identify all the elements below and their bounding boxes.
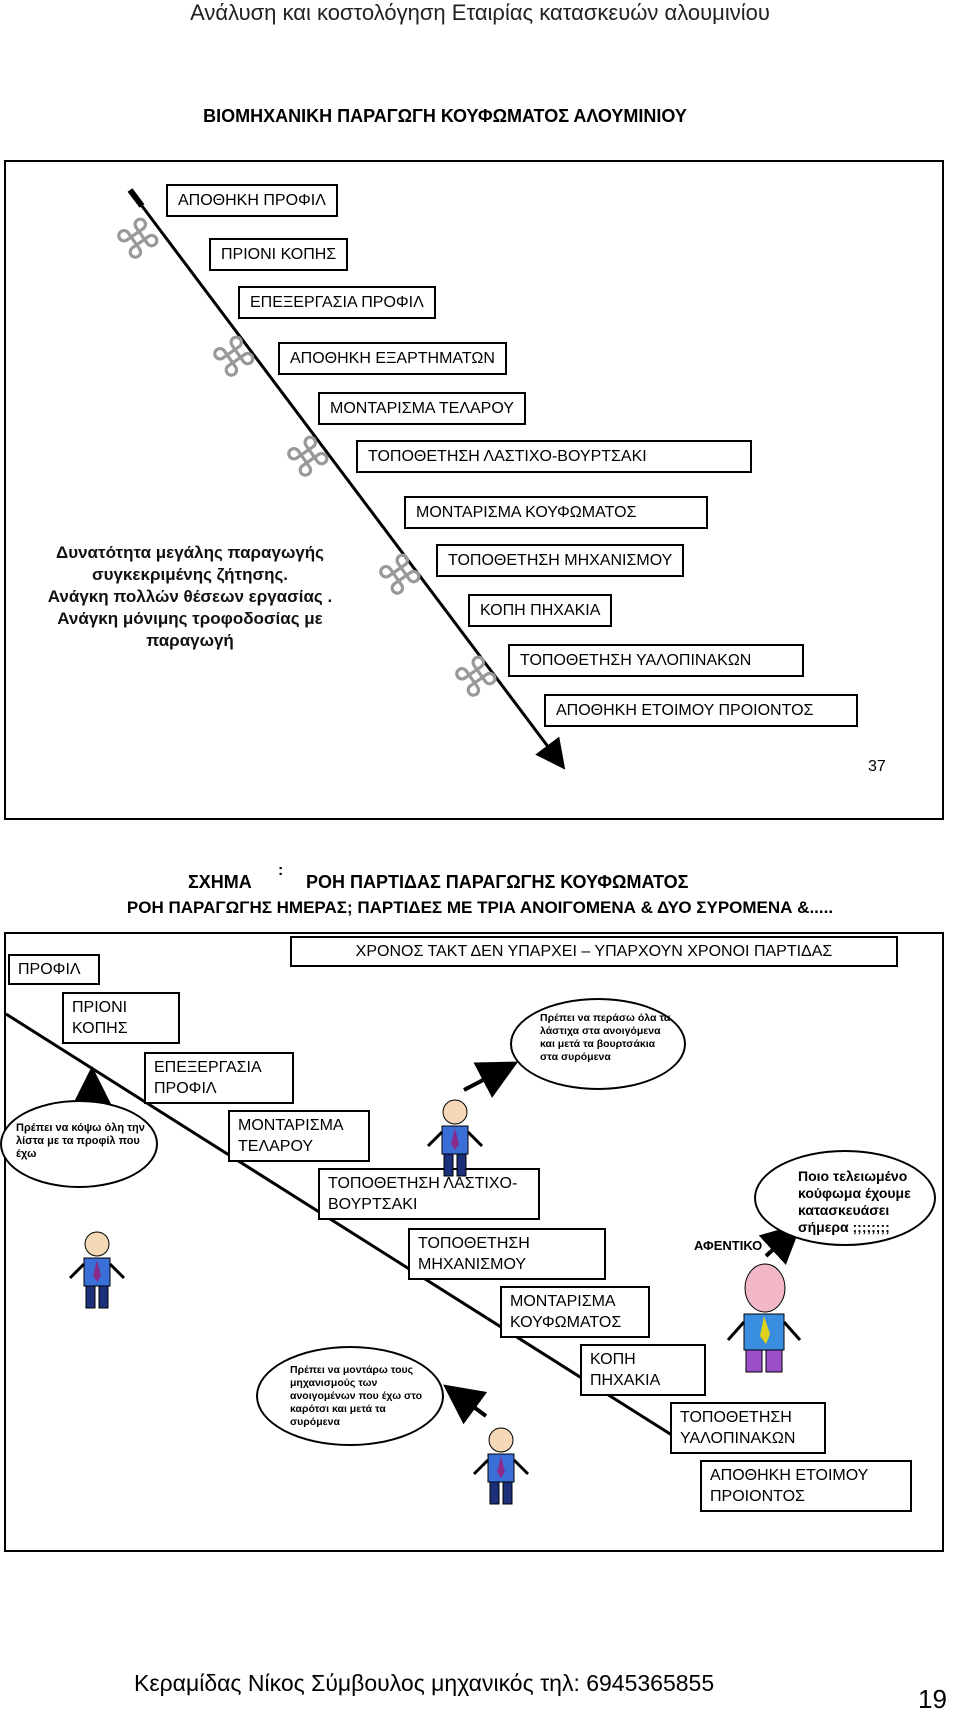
s2-boss-label: ΑΦΕΝΤΙΚΟ xyxy=(694,1238,763,1253)
s2-step-4: ΜΟΝΤΑΡΙΣΜΑ ΤΕΛΑΡΟΥ xyxy=(228,1110,370,1162)
slide1-flow-arrow xyxy=(127,188,566,770)
slide2-title-right: ΡΟΗ ΠΑΡΤΙΔΑΣ ΠΑΡΑΓΩΓΗΣ ΚΟΥΦΩΜΑΤΟΣ xyxy=(306,872,689,892)
s2-step-6: ΤΟΠΟΘΕΤΗΣΗ ΜΗΧΑΝΙΣΜΟΥ xyxy=(408,1228,606,1280)
worker-figure-icon xyxy=(420,1094,490,1189)
s2-step-5: ΤΟΠΟΘΕΤΗΣΗ ΛΑΣΤΙΧΟ-ΒΟΥΡΤΣΑΚΙ xyxy=(318,1168,540,1220)
s1-note: Δυνατότητα μεγάλης παραγωγής συγκεκριμέν… xyxy=(20,542,360,652)
slide2-subtitle: ΡΟΗ ΠΑΡΑΓΩΓΗΣ ΗΜΕΡΑΣ; ΠΑΡΤΙΔΕΣ ΜΕ ΤΡΙΑ Α… xyxy=(126,898,834,917)
boss-figure-icon xyxy=(720,1260,810,1385)
slide1-title: ΒΙΟΜΗΧΑΝΙΚΗ ΠΑΡΑΓΩΓΗ ΚΟΥΦΩΜΑΤΟΣ ΑΛΟΥΜΙΝΙ… xyxy=(203,106,687,126)
slide2-title-colon: : xyxy=(278,862,284,879)
s2-bubble-boss: Ποιο τελειωμένο κούφωμα έχουμε κατασκευά… xyxy=(754,1150,936,1246)
slide-number: 37 xyxy=(868,758,886,775)
s2-step-7: ΜΟΝΤΑΡΙΣΜΑ ΚΟΥΦΩΜΑΤΟΣ xyxy=(500,1286,650,1338)
worker-figure-icon xyxy=(62,1226,132,1321)
s1-step-9: ΚΟΠΗ ΠΗΧΑΚΙΑ xyxy=(468,594,613,627)
s1-step-4: ΑΠΟΘΗΚΗ ΕΞΑΡΤΗΜΑΤΩΝ xyxy=(278,342,507,375)
s1-step-7: ΜΟΝΤΑΡΙΣΜΑ ΚΟΥΦΩΜΑΤΟΣ xyxy=(404,496,708,529)
s2-bubble-gaskets: Πρέπει να περάσω όλα τα λάστιχα στα ανοι… xyxy=(510,998,686,1090)
s1-step-5: ΜΟΝΤΑΡΙΣΜΑ ΤΕΛΑΡΟΥ xyxy=(318,392,526,425)
s1-note-line: Δυνατότητα μεγάλης παραγωγής xyxy=(55,543,324,562)
slide2-panel: ΧΡΟΝΟΣ ΤΑΚΤ ΔΕΝ ΥΠΑΡΧΕΙ – ΥΠΑΡΧΟΥΝ ΧΡΟΝΟ… xyxy=(0,932,944,1552)
s1-step-1: ΑΠΟΘΗΚΗ ΠΡΟΦΙΛ xyxy=(166,184,338,217)
s2-step-1: ΠΡΟΦΙΛ xyxy=(8,954,100,985)
s2-bubble-cut: Πρέπει να κόψω όλη την λίστα με τα προφί… xyxy=(0,1100,158,1188)
s1-step-2: ΠΡΙΟΝΙ ΚΟΠΗΣ xyxy=(209,238,349,271)
s1-step-10: ΤΟΠΟΘΕΤΗΣΗ ΥΑΛΟΠΙΝΑΚΩΝ xyxy=(508,644,804,677)
s1-step-11: ΑΠΟΘΗΚΗ ΕΤΟΙΜΟΥ ΠΡΟΙΟΝΤΟΣ xyxy=(544,694,858,727)
s2-step-2: ΠΡΙΟΝΙ ΚΟΠΗΣ xyxy=(62,992,180,1044)
s1-step-6: ΤΟΠΟΘΕΤΗΣΗ ΛΑΣΤΙΧΟ-ΒΟΥΡΤΣΑΚΙ xyxy=(356,440,752,473)
s1-note-line: παραγωγή xyxy=(146,631,234,650)
slide1-panel: ⌘ ⌘ ⌘ ⌘ ⌘ ΑΠΟΘΗΚΗ ΠΡΟΦΙΛ ΠΡΙΟΝΙ ΚΟΠΗΣ ΕΠ… xyxy=(4,160,944,820)
s2-step-3: ΕΠΕΞΕΡΓΑΣΙΑ ΠΡΟΦΙΛ xyxy=(144,1052,294,1104)
page-number: 19 xyxy=(918,1684,947,1714)
s2-step-8: ΚΟΠΗ ΠΗΧΑΚΙΑ xyxy=(580,1344,706,1396)
s1-note-line: συγκεκριμένης ζήτησης. xyxy=(91,565,289,584)
page-header: Ανάλυση και κοστολόγηση Εταιρίας κατασκε… xyxy=(190,0,770,25)
slide2-diagram-lines xyxy=(6,1012,802,1446)
slide2-title-left: ΣΧΗΜΑ xyxy=(188,872,252,892)
s2-takt-box: ΧΡΟΝΟΣ ΤΑΚΤ ΔΕΝ ΥΠΑΡΧΕΙ – ΥΠΑΡΧΟΥΝ ΧΡΟΝΟ… xyxy=(290,936,898,967)
s1-step-8: ΤΟΠΟΘΕΤΗΣΗ ΜΗΧΑΝΙΣΜΟΥ xyxy=(436,544,685,577)
worker-figure-icon xyxy=(466,1422,536,1517)
s1-note-line: Ανάγκη πολλών θέσεων εργασίας . xyxy=(47,587,333,606)
s2-bubble-mechanisms: Πρέπει να μοντάρω τους μηχανισμούς των α… xyxy=(256,1346,444,1446)
s1-step-3: ΕΠΕΞΕΡΓΑΣΙΑ ΠΡΟΦΙΛ xyxy=(238,286,436,319)
s2-step-9: ΤΟΠΟΘΕΤΗΣΗ ΥΑΛΟΠΙΝΑΚΩΝ xyxy=(670,1402,826,1454)
s2-step-10: ΑΠΟΘΗΚΗ ΕΤΟΙΜΟΥ ΠΡΟΙΟΝΤΟΣ xyxy=(700,1460,912,1512)
page-footer: Κεραμίδας Νίκος Σύμβουλος μηχανικός τηλ:… xyxy=(134,1670,715,1696)
s1-note-line: Ανάγκη μόνιμης τροφοδοσίας με xyxy=(57,609,323,628)
